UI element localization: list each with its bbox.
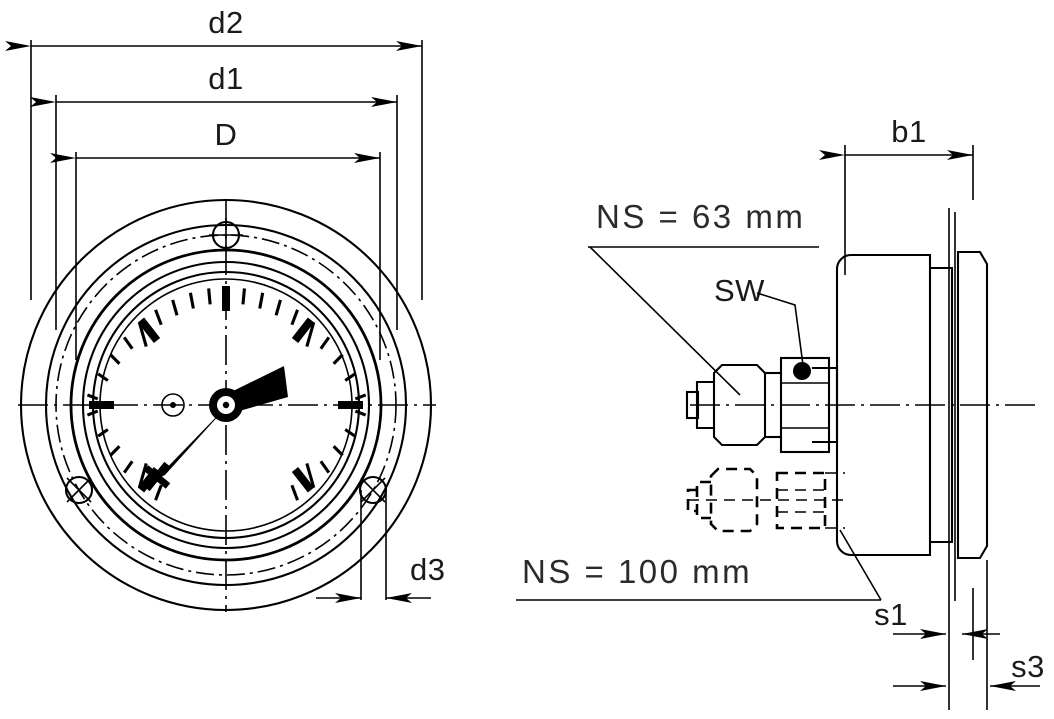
note-label-sw: SW	[714, 273, 765, 308]
dim-label-d2: d2	[208, 5, 243, 40]
pointer-hub-dot	[222, 401, 230, 409]
mounting-hole-lower-left	[64, 475, 94, 505]
dial-tick-marks	[86, 286, 367, 501]
sw-hex-nut	[779, 356, 831, 454]
ns100-phantom-geometry	[686, 467, 845, 533]
dim-group-s3: s3	[893, 560, 1045, 710]
note-ns63: NS = 63 mm	[588, 198, 819, 396]
note-label-ns63: NS = 63 mm	[596, 198, 805, 235]
ns100-tube-tip	[686, 488, 697, 513]
dim-label-s1: s1	[874, 597, 908, 632]
dim-group-b1: b1	[819, 114, 974, 275]
hole-ll-cross-2	[66, 477, 92, 503]
zero-adjust-screw	[161, 393, 185, 417]
note-ns63-leader	[589, 246, 741, 396]
mounting-holes	[64, 218, 388, 505]
hex-nut-body	[779, 356, 831, 454]
coupling-nut	[685, 363, 781, 447]
ns100-tube-stub	[695, 480, 711, 520]
note-label-ns100: NS = 100 mm	[522, 553, 752, 590]
flange-outer-circle	[19, 198, 433, 612]
pointer-needle	[155, 403, 230, 480]
note-ns100: NS = 100 mm	[516, 529, 882, 601]
pointer-tip-cross-2	[144, 461, 170, 492]
dim-label-b1: b1	[891, 114, 926, 149]
dim-label-D: D	[215, 117, 238, 152]
zero-screw-dot	[170, 402, 176, 408]
note-sw-leader	[756, 292, 804, 366]
sw-marker-dot	[793, 362, 811, 380]
gauge-pointer	[143, 366, 288, 492]
connection-stem	[812, 366, 839, 444]
front-view-gauge	[18, 198, 436, 612]
side-view-gauge	[685, 208, 1040, 605]
dim-label-s3: s3	[1011, 649, 1045, 684]
dim-label-d3: d3	[410, 552, 445, 587]
top-dimension-stack: d2 d1 D	[5, 5, 423, 360]
dim-group-d3: d3	[316, 490, 445, 603]
dim-label-d1: d1	[208, 61, 243, 96]
bezel-ring-profile	[956, 250, 989, 560]
note-sw: SW	[714, 273, 804, 366]
hole-lr-cross-2	[360, 477, 386, 503]
dim-group-s1: s1	[874, 588, 1000, 660]
case-shoulder	[930, 266, 954, 544]
zero-screw-circle	[161, 393, 185, 417]
ns100-coupling-nut	[709, 467, 759, 533]
ns100-stem-block	[775, 471, 827, 530]
pointer-tail	[231, 366, 288, 412]
note-ns100-leader	[839, 529, 882, 601]
mounting-hole-lower-right	[358, 475, 388, 505]
tube-tip	[685, 390, 700, 420]
case-body-profile	[835, 253, 932, 557]
case-inner-circle	[81, 260, 371, 550]
